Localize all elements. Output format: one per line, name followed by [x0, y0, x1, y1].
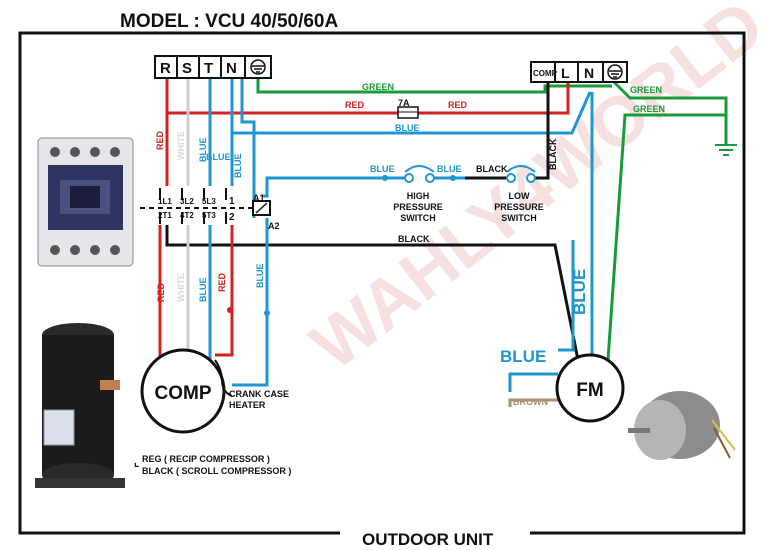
label-green-2: GREEN — [630, 85, 662, 95]
brown-wire-fm-cap — [508, 398, 558, 407]
fan-motor-label: FM — [576, 380, 603, 401]
note-bracket-icon: ⌞ — [134, 457, 139, 469]
label-blue-7: BLUE — [198, 278, 208, 303]
heater-label-1: CRANK CASE — [229, 389, 289, 399]
terminal-n: N — [226, 60, 237, 77]
main-terminal-block: R S T N — [154, 55, 272, 79]
coil-a2-label: A2 — [268, 221, 280, 231]
compressor-label: COMP — [155, 383, 212, 404]
term-5l3: 5L3 — [202, 197, 216, 206]
pressure-switch-labels: HIGH PRESSURE SWITCH LOW PRESSURE SWITCH — [393, 191, 544, 223]
term-5t3: 5T3 — [202, 211, 216, 220]
label-red-1: RED — [345, 100, 365, 110]
low-pressure-switch — [506, 165, 536, 183]
terminal-r: R — [160, 60, 171, 77]
blue-wire-a1-to-hps — [262, 176, 405, 198]
model-title: MODEL : VCU 40/50/60A — [120, 11, 339, 32]
splice-dot — [382, 175, 388, 181]
label-brown: BROWN — [513, 397, 548, 407]
heater-label-2: HEATER — [229, 400, 266, 410]
label-blue-3: BLUE — [437, 164, 462, 174]
terminal-l: L — [561, 65, 570, 81]
contactor-schematic: 1L1 3L2 5L3 1 2T1 4T2 5T3 2 A1 A2 — [140, 186, 280, 231]
term-aux-1: 1 — [229, 196, 235, 207]
term-2t1: 2T1 — [158, 211, 172, 220]
term-1l1: 1L1 — [158, 197, 172, 206]
label-blue-2: BLUE — [370, 164, 395, 174]
compressor-note-2: BLACK ( SCROLL COMPRESSOR ) — [142, 466, 291, 476]
label-red-3: RED — [155, 130, 165, 150]
blue-wire-a2-to-heater — [232, 218, 269, 387]
label-red-5: RED — [217, 272, 227, 292]
label-blue-large: BLUE — [500, 347, 546, 366]
blue-wire-fm-supply — [558, 240, 575, 352]
red-wire-fuse-to-l — [418, 78, 570, 115]
label-blue-1: BLUE — [395, 123, 420, 133]
label-white-1: WHITE — [176, 131, 186, 160]
terminal-comp: COMP — [533, 69, 558, 78]
terminal-t: T — [204, 60, 213, 77]
compressor-note-1: REG ( RECIP COMPRESSOR ) — [142, 454, 270, 464]
term-3l2: 3L2 — [180, 197, 194, 206]
label-blue-6: BLUE — [233, 154, 243, 179]
terminal-s: S — [182, 60, 192, 77]
green-wire-fm-ground — [606, 113, 726, 361]
green-wire-to-ground — [610, 78, 728, 145]
red-wire-aux2-to-heater — [215, 225, 234, 357]
earth-icon — [250, 59, 266, 75]
hps-label-2: PRESSURE — [393, 202, 443, 212]
lps-label-1: LOW — [509, 191, 530, 201]
watermark: WAHLY4WORLD — [297, 0, 768, 385]
wire-labels: GREEN GREEN GREEN RED RED 7A BLUE BLUE B… — [155, 82, 665, 407]
fm-terminal-block: COMP L N — [530, 61, 628, 83]
label-black-1: BLACK — [476, 164, 508, 174]
label-blue-large-vertical: BLUE — [570, 269, 589, 315]
splice-dot — [227, 307, 233, 313]
label-blue-8: BLUE — [255, 264, 265, 289]
splice-dot — [264, 310, 270, 316]
fan-motor-symbol — [555, 353, 625, 423]
lps-label-3: SWITCH — [501, 213, 537, 223]
label-green-3: GREEN — [633, 104, 665, 114]
blue-wire-n-to-a2 — [240, 78, 256, 218]
footer-title: OUTDOOR UNIT — [362, 530, 494, 549]
black-wire-lps-to-comp — [533, 78, 550, 180]
high-pressure-switch — [404, 165, 435, 183]
term-4t2: 4T2 — [180, 211, 194, 220]
lps-label-2: PRESSURE — [494, 202, 544, 212]
terminal-n-fm: N — [584, 65, 594, 81]
hps-label-3: SWITCH — [400, 213, 436, 223]
hps-label-1: HIGH — [407, 191, 430, 201]
label-white-2: WHITE — [176, 273, 186, 302]
crank-case-heater-wire — [214, 359, 233, 397]
compressor-photo — [35, 323, 125, 488]
label-blue-4: BLUE — [206, 152, 231, 162]
fan-motor-photo — [628, 391, 736, 460]
blue-wire-n-to-fm-n — [230, 78, 592, 135]
label-red-4: RED — [156, 282, 166, 302]
black-wire-2t1-to-fm — [165, 225, 580, 361]
label-black-3: BLACK — [548, 138, 558, 170]
coil-a1-label: A1 — [253, 193, 265, 203]
ground-symbol — [715, 144, 737, 156]
label-black-2: BLACK — [398, 234, 430, 244]
blue-wire-fm-cap — [508, 372, 558, 392]
label-green-1: GREEN — [362, 82, 394, 92]
earth-icon — [607, 64, 623, 80]
contactor-photo — [37, 137, 134, 267]
label-red-2: RED — [448, 100, 468, 110]
label-blue-5: BLUE — [198, 138, 208, 163]
footer-bg — [340, 526, 530, 548]
term-aux-2: 2 — [229, 212, 235, 223]
label-fuse-7a: 7A — [398, 98, 410, 108]
